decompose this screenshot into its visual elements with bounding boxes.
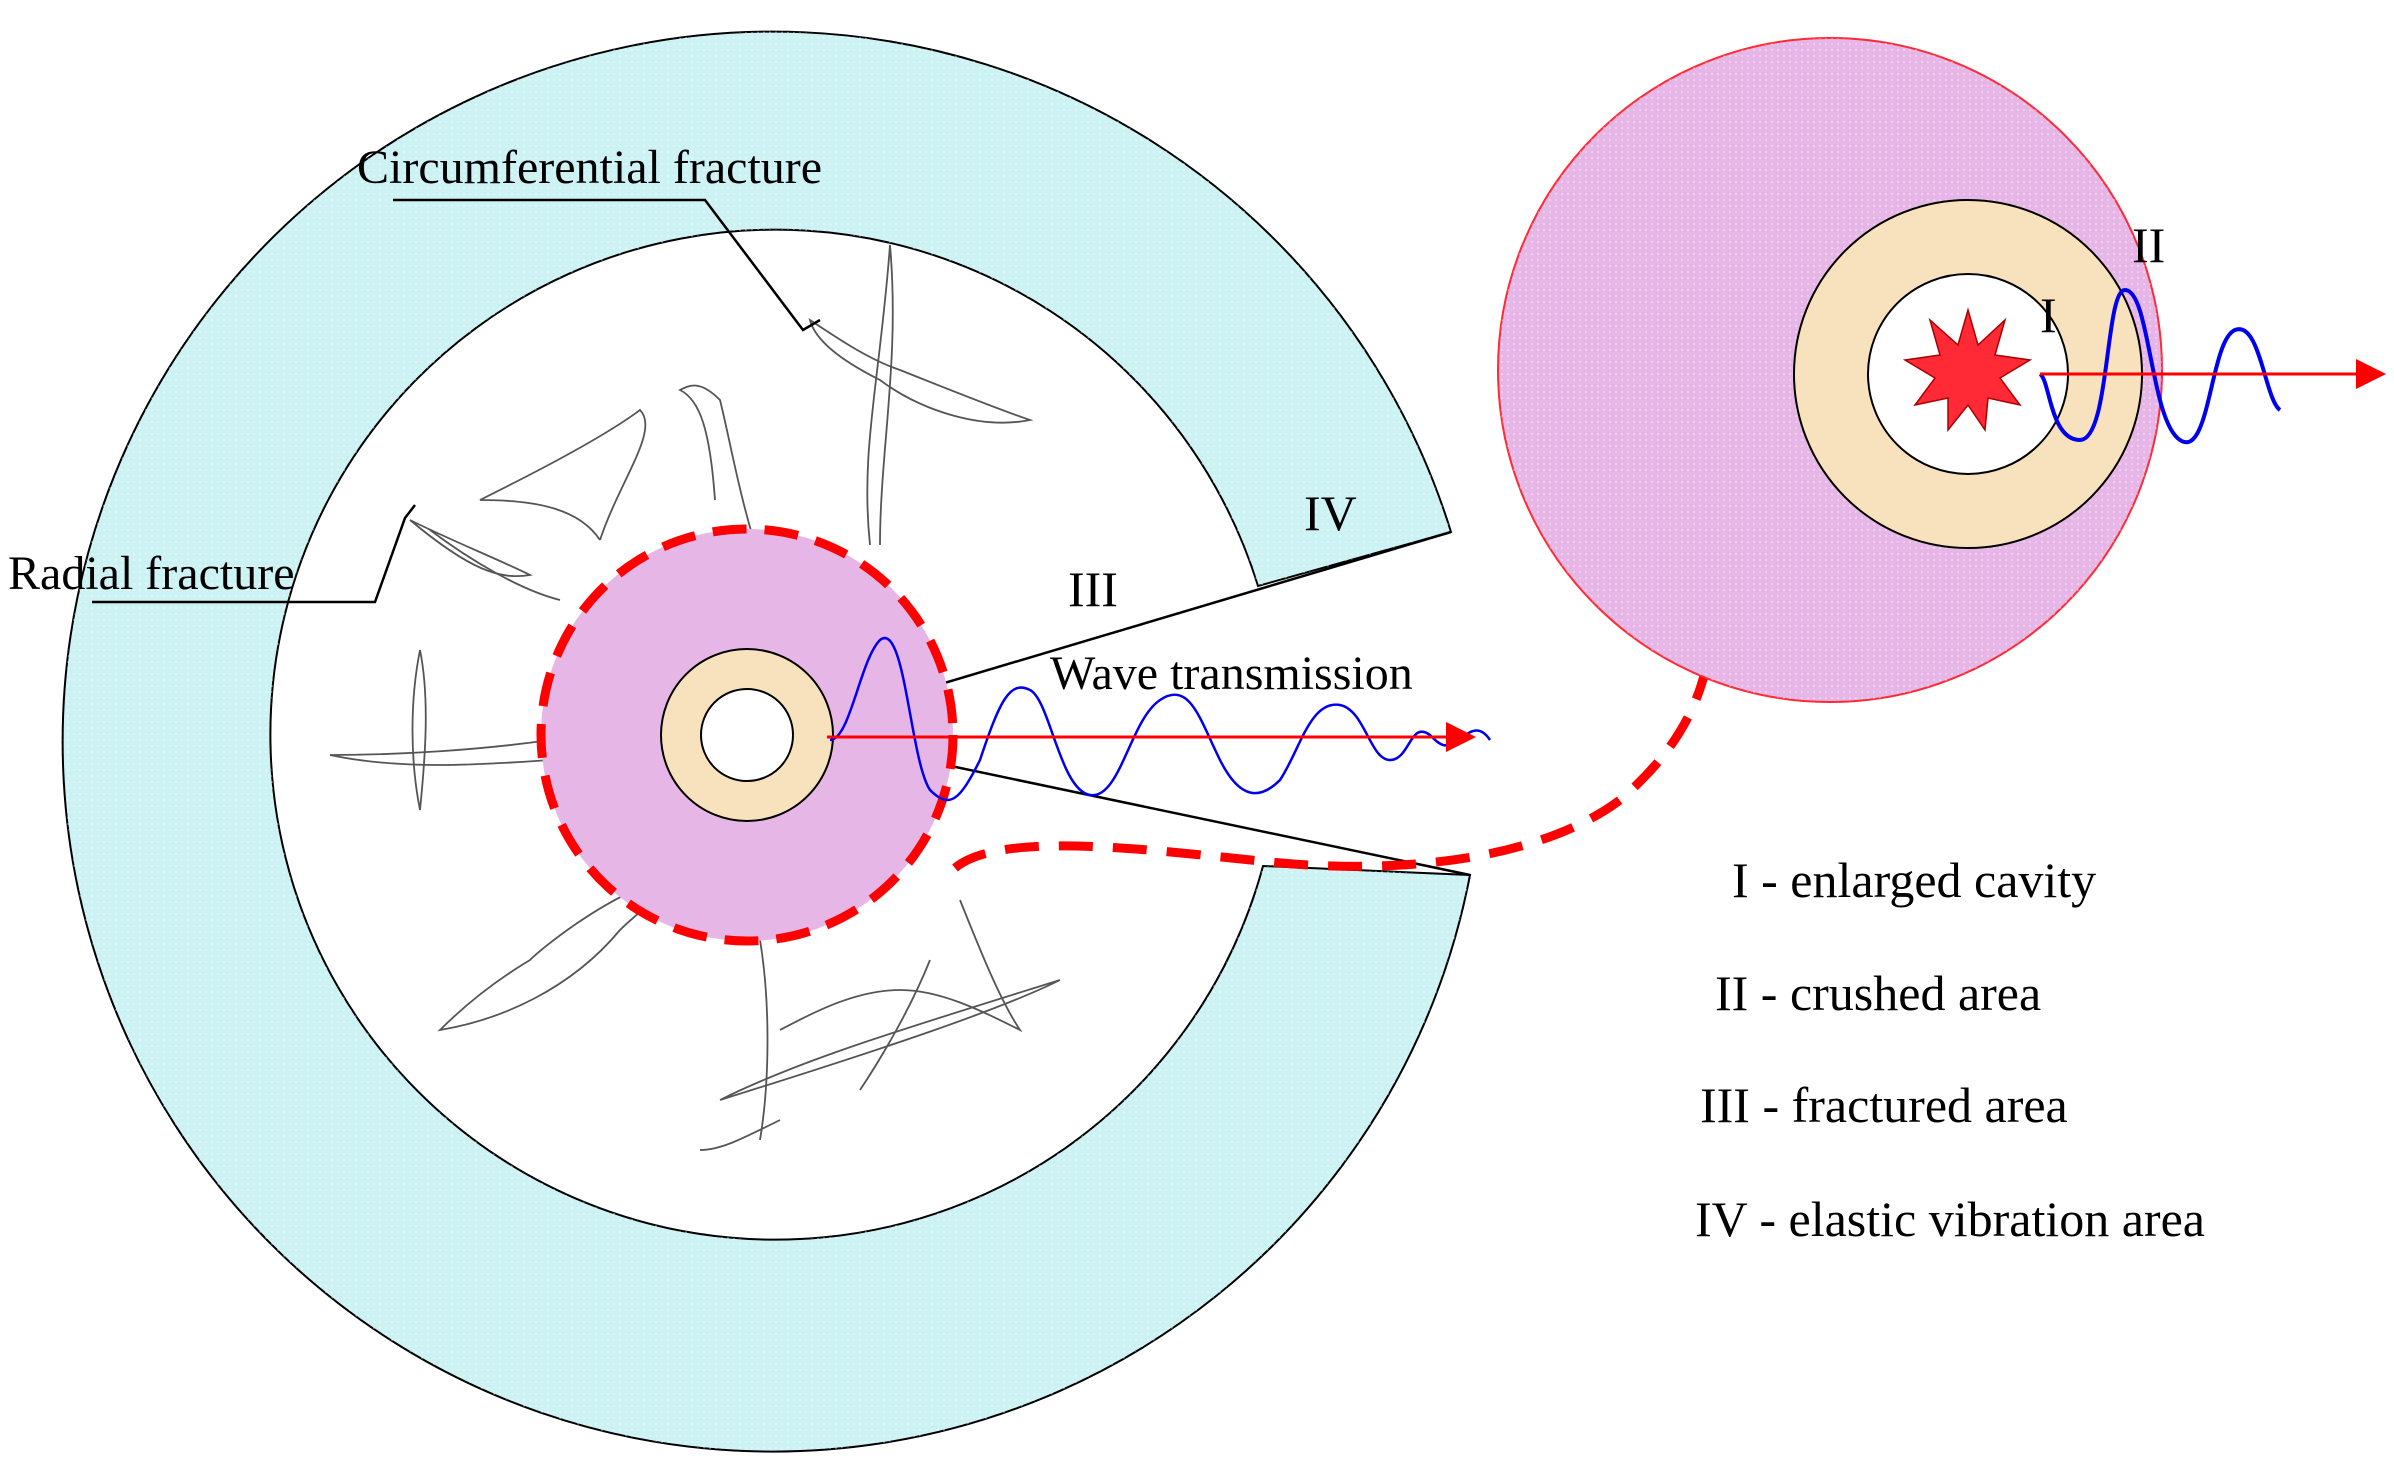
radial-leader [92,504,416,604]
cavity-large [700,688,794,782]
label-zone-i: I [2040,287,2057,343]
legend-item-iv: IV - elastic vibration area [1695,1191,2205,1247]
wave-small [2038,287,2282,445]
zoom-connector-dashed [952,619,1717,872]
legend-item-i: I - enlarged cavity [1732,852,2096,908]
crushed-boundary-dashed [536,524,958,946]
label-zone-iv: IV [1304,485,1357,541]
wave-large [829,636,1492,802]
explosion-burst-icon [1902,307,2033,433]
label-zone-ii: II [2132,217,2165,273]
label-circumferential-fracture: Circumferential fracture [357,141,822,194]
legend-item-iii: III - fractured area [1700,1077,2068,1133]
circumferential-leader [393,198,821,332]
fracture-curves [329,244,1061,1151]
label-zone-iii: III [1068,561,1118,617]
label-radial-fracture: Radial fracture [8,547,295,600]
legend-item-ii: II - crushed area [1715,965,2041,1021]
label-wave-transmission: Wave transmission [1050,647,1413,700]
legend: I - enlarged cavity II - crushed area II… [1695,852,2205,1247]
